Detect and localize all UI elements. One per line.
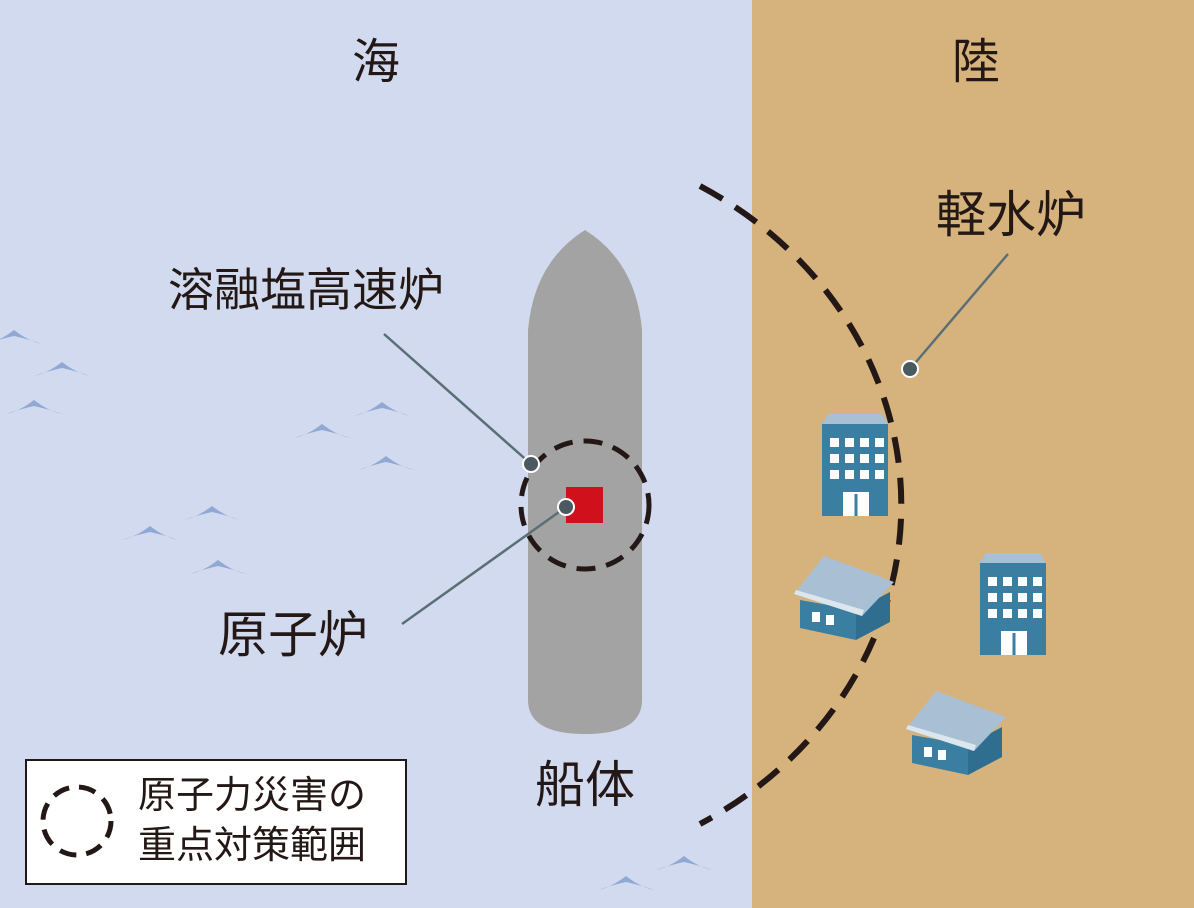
- reactor-label: 原子炉: [218, 606, 368, 664]
- land-label: 陸: [952, 34, 1000, 90]
- legend-dashed-circle-icon: [40, 784, 114, 858]
- office-building-icon: [822, 414, 888, 516]
- hull-label: 船体: [535, 756, 635, 814]
- office-building-icon: [980, 553, 1046, 655]
- house-icon: [906, 691, 1006, 775]
- lwr-label: 軽水炉: [936, 186, 1086, 244]
- legend-box: [25, 759, 407, 885]
- ship-hull: [528, 230, 642, 734]
- legend: 原子力災害の 重点対策範囲: [25, 759, 407, 885]
- leader-lines: [383, 253, 1009, 626]
- ship-emergency-zone: [518, 438, 652, 572]
- legend-text-line-1: 原子力災害の: [138, 773, 366, 817]
- leader-dots: [522, 360, 919, 516]
- lwr-emergency-zone: [698, 183, 905, 827]
- msr-label: 溶融塩高速炉: [168, 263, 444, 317]
- sea-label: 海: [352, 34, 400, 90]
- legend-text-line-2: 重点対策範囲: [138, 823, 366, 867]
- house-icon: [794, 556, 894, 640]
